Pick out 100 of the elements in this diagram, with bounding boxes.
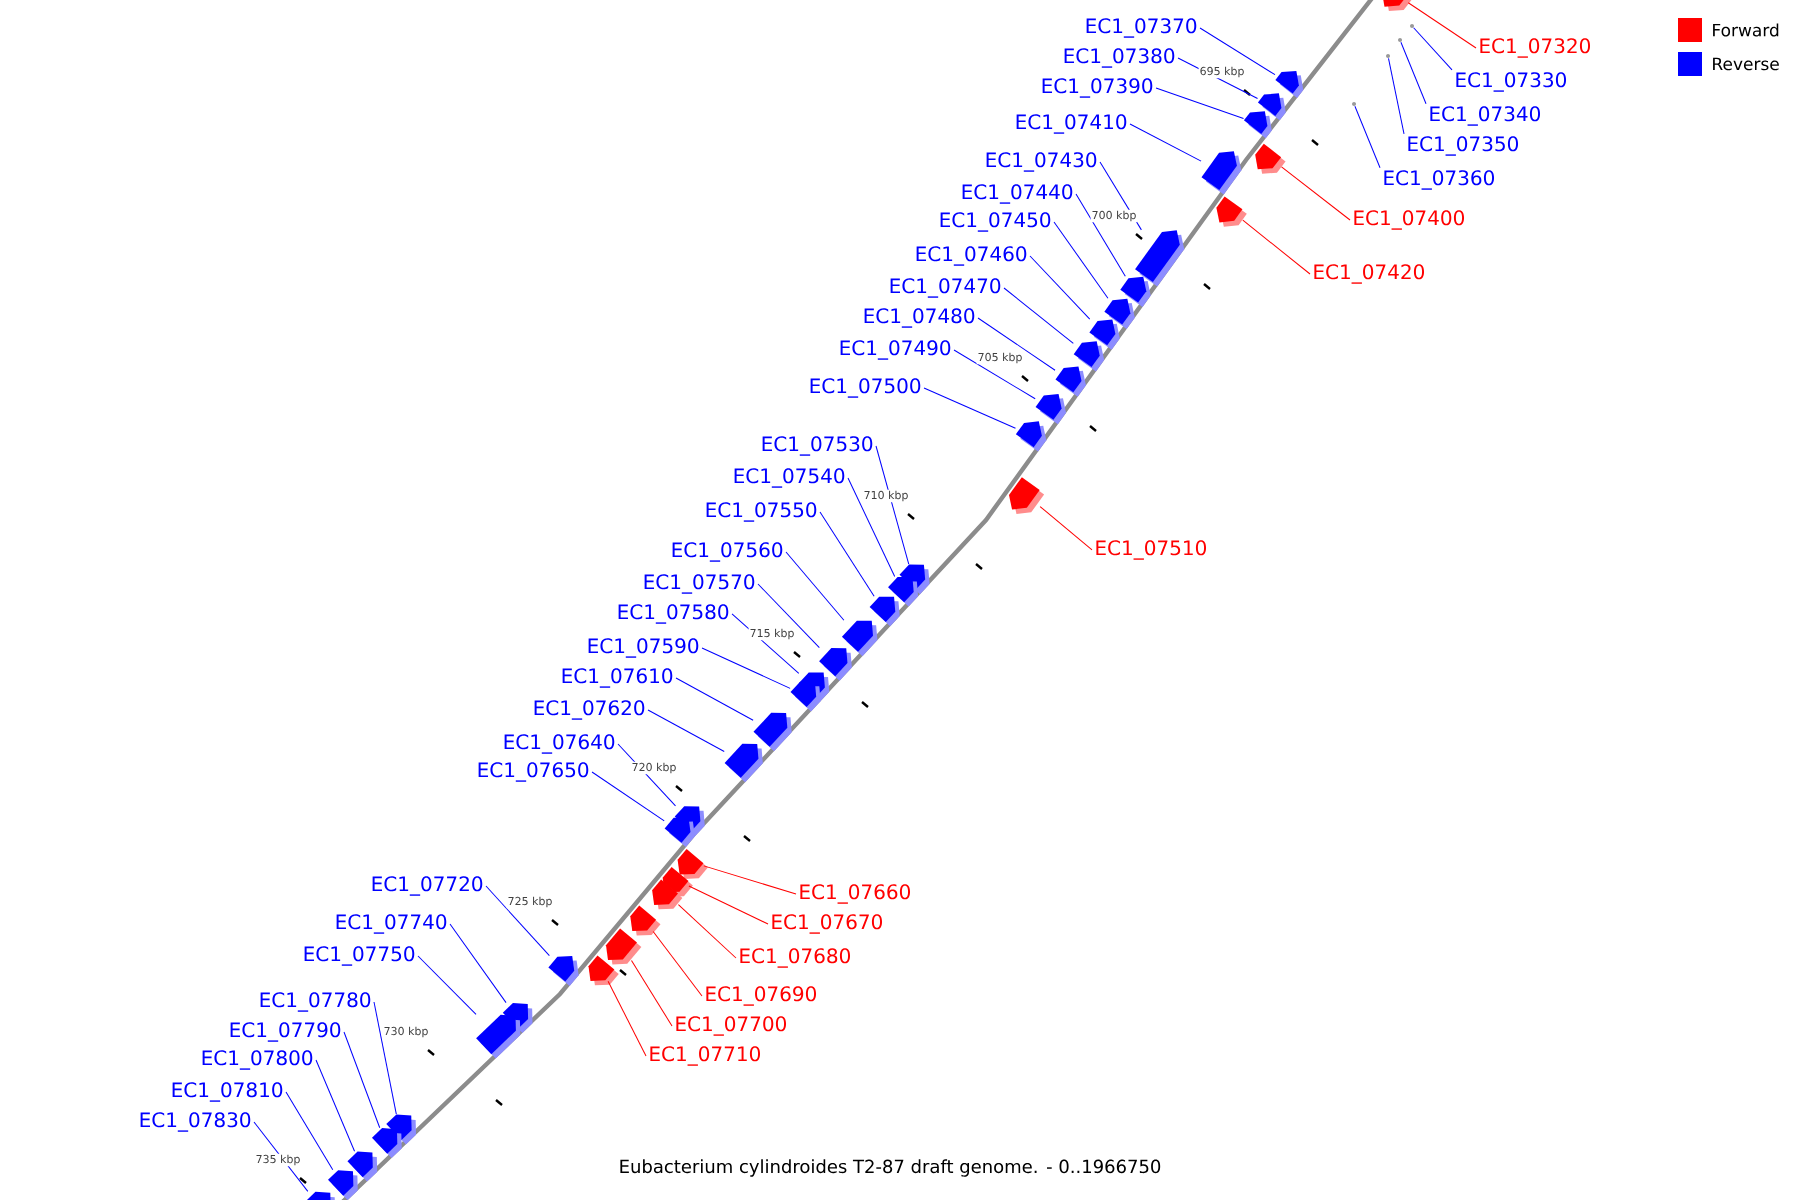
- gene-label: EC1_07790: [230, 1022, 341, 1042]
- gene-block: [753, 712, 792, 752]
- gene-block: [1381, 0, 1413, 12]
- gene-block: [1009, 477, 1045, 514]
- leader-line: [1129, 123, 1202, 162]
- gene-label: EC1_07420: [1314, 264, 1425, 284]
- leader-line: [675, 677, 754, 721]
- leader-line: [607, 980, 647, 1057]
- leader-line: [785, 551, 845, 621]
- leader-line: [1281, 166, 1351, 221]
- leader-line: [1354, 105, 1381, 169]
- leader-line: [1099, 161, 1142, 231]
- leader-line: [1400, 41, 1427, 105]
- leader-line: [1075, 193, 1126, 277]
- leader-line: [977, 317, 1056, 371]
- leader-line: [485, 885, 550, 957]
- gene-block: [1135, 230, 1185, 287]
- leader-line: [701, 647, 791, 689]
- gene-label: EC1_07690: [706, 986, 816, 1006]
- gene-block: [869, 596, 900, 627]
- gene-label: EC1_07640: [504, 734, 615, 754]
- gene-block: [606, 928, 642, 965]
- gene-block: [1255, 143, 1286, 174]
- caption: Eubacterium cylindroides T2-87 draft genome. - 0..1966750: [620, 1159, 1161, 1177]
- leader-line: [652, 931, 703, 997]
- gene-block: [1015, 421, 1047, 452]
- leader-line: [1053, 221, 1109, 299]
- gene-label: EC1_07500: [810, 378, 921, 398]
- leader-line: [315, 1059, 356, 1152]
- gene-label: EC1_07800: [202, 1050, 313, 1070]
- gene-label: EC1_07350: [1408, 136, 1519, 156]
- gene-label: EC1_07660: [800, 884, 911, 904]
- gene-block: [305, 1191, 336, 1200]
- gene-label: EC1_07750: [304, 946, 415, 966]
- gene-label: EC1_07530: [762, 436, 873, 456]
- leader-line: [617, 743, 676, 807]
- gene-label: EC1_07340: [1430, 106, 1541, 126]
- gene-label: EC1_07480: [864, 308, 975, 328]
- gene-label: EC1_07320: [1480, 38, 1591, 58]
- gene-label: EC1_07650: [478, 762, 589, 782]
- leader-line: [1155, 87, 1244, 119]
- gene-label: EC1_07400: [1354, 210, 1465, 230]
- gene-label: EC1_07830: [140, 1112, 251, 1132]
- gene-block: [476, 1014, 521, 1059]
- gene-block: [819, 648, 852, 681]
- gene-label: EC1_07550: [706, 502, 817, 522]
- gene-block: [1243, 111, 1272, 139]
- gene-block: [630, 905, 661, 936]
- gene-label: EC1_07590: [588, 638, 699, 658]
- gene-label: EC1_07610: [562, 668, 673, 688]
- leader-line: [923, 387, 1016, 429]
- leader-line: [1177, 57, 1259, 99]
- gene-label: EC1_07540: [734, 468, 845, 488]
- leader-line: [703, 865, 797, 895]
- leader-line: [1199, 27, 1276, 76]
- leader-line: [1388, 57, 1405, 135]
- leader-line: [1029, 255, 1091, 320]
- gene-label: EC1_07780: [260, 992, 371, 1012]
- gene-block: [790, 681, 821, 712]
- leader-line: [819, 511, 875, 597]
- leader-line: [285, 1091, 334, 1171]
- leader-line: [631, 959, 673, 1027]
- leader-line: [449, 923, 507, 1004]
- gene-block: [652, 879, 683, 910]
- gene-label: EC1_07370: [1086, 18, 1197, 38]
- gene-label: EC1_07410: [1016, 114, 1127, 134]
- legend-label: Forward: [1713, 23, 1779, 37]
- gene-label: EC1_07440: [962, 184, 1073, 204]
- gene-label: EC1_07580: [618, 604, 729, 624]
- gene-label: EC1_07720: [372, 876, 483, 896]
- leader-line: [1039, 506, 1093, 551]
- gene-label: EC1_07670: [772, 914, 883, 934]
- gene-label: EC1_07740: [336, 914, 447, 934]
- leader-line: [688, 885, 769, 925]
- leader-line: [1407, 2, 1477, 49]
- leader-line: [757, 583, 820, 649]
- leader-line: [343, 1031, 381, 1129]
- gene-label: EC1_07330: [1456, 72, 1567, 92]
- leader-line: [417, 955, 477, 1015]
- gene-block: [677, 849, 708, 879]
- gene-label: EC1_07390: [1042, 78, 1153, 98]
- leader-line: [953, 349, 1036, 400]
- gene-label: EC1_07470: [890, 278, 1001, 298]
- gene-block: [664, 817, 695, 848]
- gene-block: [1201, 151, 1242, 195]
- gene-block: [548, 956, 579, 986]
- leader-line: [677, 904, 737, 959]
- gene-label: EC1_07490: [840, 340, 951, 360]
- gene-label: EC1_07710: [650, 1046, 760, 1066]
- leader-line: [1003, 287, 1074, 344]
- leader-line: [875, 445, 910, 565]
- gene-label: EC1_07560: [672, 542, 783, 562]
- gene-label: EC1_07510: [1096, 540, 1207, 560]
- leader-line: [847, 477, 896, 577]
- gene-block: [1035, 393, 1067, 425]
- leader-line: [1242, 219, 1311, 275]
- gene-label: EC1_07620: [534, 700, 645, 720]
- gene-block: [1275, 70, 1304, 98]
- gene-label: EC1_07360: [1384, 170, 1495, 190]
- gene-label: EC1_07810: [172, 1082, 283, 1102]
